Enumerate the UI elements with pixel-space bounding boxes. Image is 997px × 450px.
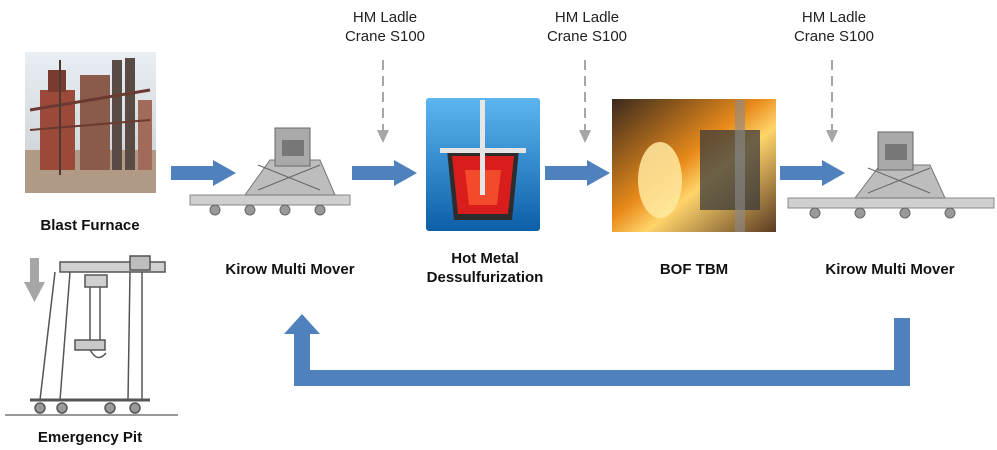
bof-tbm-image	[612, 99, 776, 232]
flow-arrow-2	[352, 160, 417, 186]
kirow-mover-left-label: Kirow Multi Mover	[225, 261, 355, 278]
return-arrow	[284, 314, 910, 386]
desulfurization-image	[426, 98, 540, 231]
crane-label-1-line1: HM Ladle	[352, 9, 418, 26]
crane-label-2: HM Ladle Crane S100	[527, 8, 647, 46]
desulfurization-label-line2: Dessulfurization	[426, 269, 544, 286]
crane-arrow-3	[826, 60, 838, 143]
kirow-mover-image-left	[189, 127, 351, 216]
blast-furnace-image	[25, 52, 156, 193]
flow-arrow-4	[780, 160, 845, 186]
kirow-mover-image-right	[787, 131, 995, 219]
blast-furnace-label: Blast Furnace	[40, 217, 140, 234]
flow-arrow-1	[171, 160, 236, 186]
crane-label-1: HM Ladle Crane S100	[325, 8, 445, 46]
desulfurization-label-line1: Hot Metal	[451, 250, 519, 267]
crane-label-1-line2: Crane S100	[344, 28, 426, 45]
crane-arrow-1	[377, 60, 389, 143]
gantry-crane-image	[5, 255, 178, 416]
crane-arrow-2	[579, 60, 591, 143]
desulfurization-label: Hot Metal Dessulfurization	[405, 249, 565, 287]
crane-label-2-line1: HM Ladle	[554, 9, 620, 26]
emergency-pit-label: Emergency Pit	[37, 429, 143, 446]
crane-label-3-line2: Crane S100	[793, 28, 875, 45]
crane-label-3: HM Ladle Crane S100	[774, 8, 894, 46]
kirow-mover-right-label: Kirow Multi Mover	[825, 261, 955, 278]
down-arrow	[24, 258, 45, 302]
crane-label-3-line1: HM Ladle	[801, 9, 867, 26]
flow-arrow-3	[545, 160, 610, 186]
bof-tbm-label: BOF TBM	[659, 261, 729, 278]
crane-label-2-line2: Crane S100	[546, 28, 628, 45]
